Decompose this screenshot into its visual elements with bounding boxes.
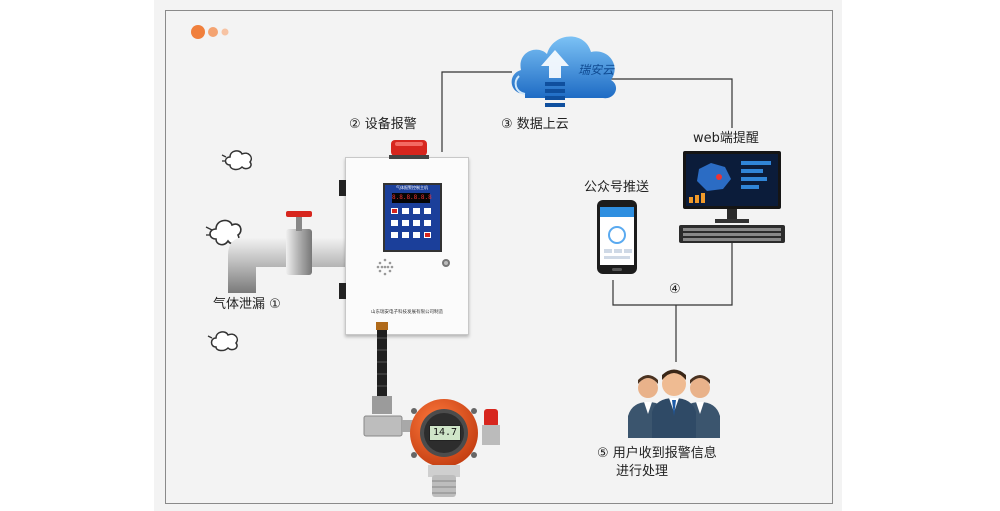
users-group-icon [628, 369, 720, 438]
gas-detector [410, 399, 500, 497]
gas-puff-icon [205, 219, 242, 246]
smartphone-icon [597, 200, 637, 274]
step4-label: ④ [669, 282, 681, 297]
decorative-dots [191, 25, 229, 39]
controller-screen-title: 气体报警控制主机 [396, 185, 428, 190]
controller-hinge [339, 180, 346, 196]
wechat-push-label: 公众号推送 [584, 180, 650, 195]
step2-label: ② 设备报警 [349, 117, 417, 132]
detector-display: 14.7 [429, 425, 461, 441]
controller-keypad [391, 208, 431, 238]
step5-label-line1: ⑤ 用户收到报警信息 [597, 446, 717, 461]
step5-label-line2: 进行处理 [616, 464, 669, 479]
speaker-grille-icon [376, 258, 394, 276]
cloud-label: 瑞安云 [578, 63, 615, 77]
cloud-icon [511, 36, 617, 107]
controller-footer: 山东瑞安电子科技发展有限公司制造 [371, 310, 443, 315]
controller-hinge [339, 283, 346, 299]
gas-puff-icon [207, 331, 239, 352]
lock-knob-icon [442, 259, 450, 267]
gas-pipe-valve [228, 211, 356, 293]
gas-puff-icon [221, 150, 253, 171]
step3-label: ③ 数据上云 [501, 117, 569, 132]
controller-display: 8.8.8.8.8.8 [392, 193, 432, 203]
web-alert-label: web端提醒 [693, 131, 759, 146]
alarm-light-icon [389, 140, 429, 159]
step1-label: 气体泄漏 ① [213, 297, 281, 312]
web-computer-icon [679, 151, 785, 243]
